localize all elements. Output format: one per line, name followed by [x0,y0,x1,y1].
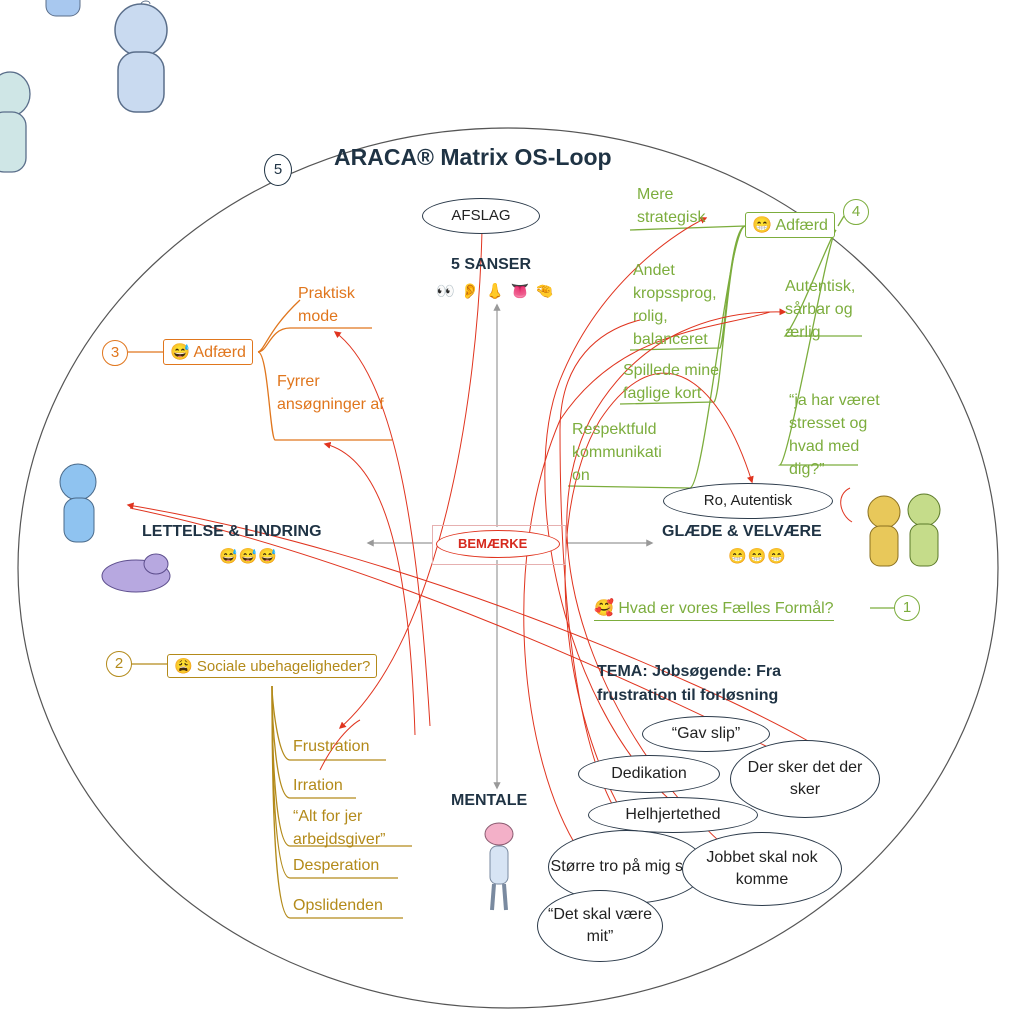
figure-thinking-left [59,463,97,543]
bubble-dedikation[interactable]: Dedikation [578,755,720,793]
branch4-item[interactable]: Autentisk, sårbar og ærlig [785,278,856,341]
hub-right-emoji: 😁😁😁 [728,548,788,565]
branch4-item[interactable]: Andet kropssprog, rolig, balanceret [633,262,717,348]
node-number-5[interactable]: 5 [264,154,292,186]
tema-text: TEMA: Jobsøgende: Fra frustration til fo… [597,663,782,704]
bubble-helhjertethed[interactable]: Helhjertethed [588,797,758,833]
center-box[interactable] [432,525,566,565]
branch3-lines [128,299,392,441]
branch3-label[interactable]: 😅 Adfærd [163,339,253,365]
page-title: ARACA® Matrix OS-Loop [334,144,612,170]
center-ellipse[interactable] [436,530,560,558]
bubble-jobbet[interactable]: Jobbet skal nok komme [682,832,842,906]
node-number-4[interactable]: 4 [843,199,869,225]
node-number-1[interactable]: 1 [894,595,920,621]
figure-left-edge [0,71,31,173]
branch2-item[interactable]: Frustration [293,738,370,755]
center-label: BEMÆRKE [458,536,528,551]
branch3-item[interactable]: Praktisk mode [298,285,355,325]
node-number-2[interactable]: 2 [106,651,132,677]
branch1-label[interactable]: 🥰 Hvad er vores Fælles Formål? [594,598,834,621]
figure-thinking-top [114,0,168,113]
branch2-lines [130,663,412,919]
hub-left-label: LETTELSE & LINDRING [142,523,322,540]
branch2-item[interactable]: Desperation [293,857,380,874]
node-number-3[interactable]: 3 [102,340,128,366]
hub-left-emoji: 😅😅😅 [219,548,279,565]
bubble-der-sker[interactable]: Der sker det der sker [730,740,880,818]
bubble-det-skal[interactable]: “Det skal være mit” [537,890,663,962]
branch2-item[interactable]: “Alt for jer arbejdsgiver” [293,808,386,848]
figures-walking-right [867,493,941,567]
branch2-item[interactable]: Opslidenden [293,897,383,914]
figure-lying-left [101,553,171,593]
branch4-lines [567,215,862,489]
red-arrows [126,217,853,856]
brain-body-figure [484,822,514,911]
hub-top-label: 5 SANSER [451,256,532,273]
hub-bottom-label: MENTALE [451,792,528,809]
afslag-node[interactable]: AFSLAG [422,198,540,234]
branch2-label[interactable]: 😩 Sociale ubehageligheder? [167,654,378,678]
bubble-gav-slip[interactable]: “Gav slip” [642,716,770,752]
outer-circle [17,127,999,1009]
branch4-item[interactable]: Mere strategisk [637,186,706,226]
hub-right-label: GLÆDE & VELVÆRE [662,523,822,540]
branch4-label[interactable]: 😁 Adfærd [745,212,835,238]
branch3-item[interactable]: Fyrrer ansøgninger af [277,373,384,413]
figure-top-left [45,0,81,17]
branch4-item[interactable]: Spillede mine faglige kort [623,362,720,402]
branch4-item[interactable]: Respektfuld kommunikati on [572,421,662,484]
hub-top-emoji: 👀 👂 👃 👅 🤏 [436,283,556,300]
branch2-item[interactable]: Irration [293,777,343,794]
branch4-item[interactable]: “ja har været stresset og hvad med dig?” [789,392,880,478]
ro-autentisk-node[interactable]: Ro, Autentisk [663,483,833,519]
